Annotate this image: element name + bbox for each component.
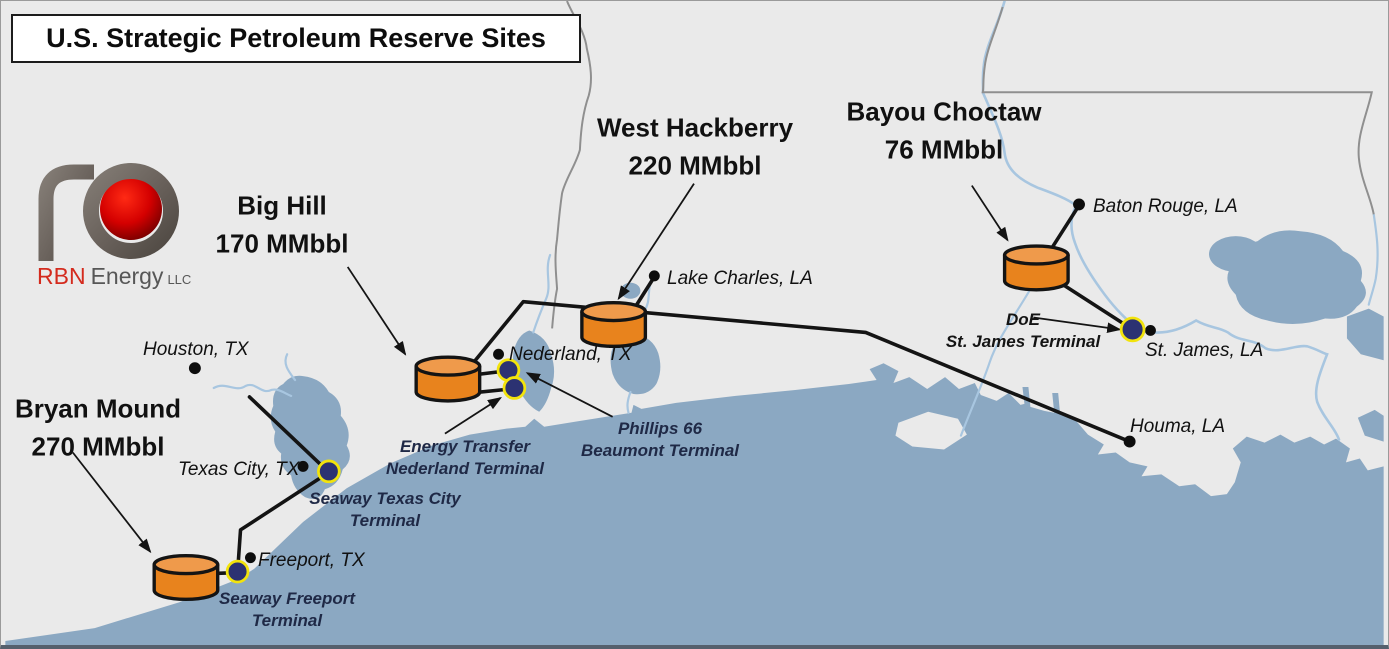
river-atchafalaya <box>959 289 1031 437</box>
city-label-freeport: Freeport, TX <box>258 550 365 571</box>
marsh-island <box>895 411 967 450</box>
city-label-texas-city: Texas City, TX <box>178 459 300 480</box>
pipeline-baton-rouge-to-bayou-choctaw <box>1047 203 1081 254</box>
site-capacity: 270 MMbbl <box>31 431 165 461</box>
site-label-bryan-mound: Bryan Mound 270 MMbbl <box>15 390 181 465</box>
city-dot-freeport <box>244 552 256 564</box>
arrow-big-hill <box>346 266 407 356</box>
terminal-marker-energy-transfer-nederland <box>502 376 527 400</box>
map-title: U.S. Strategic Petroleum Reserve Sites <box>11 14 581 63</box>
site-name: Bayou Choctaw <box>846 96 1042 127</box>
city-dot-st-james <box>1145 324 1156 336</box>
logo-brand-energy: Energy <box>90 263 164 289</box>
logo-r-tube <box>38 164 94 261</box>
terminal-name-line2: Terminal <box>251 611 323 630</box>
terminal-label-phillips-66-beaumont: Phillips 66 Beaumont Terminal <box>581 418 739 462</box>
site-name: Big Hill <box>237 190 327 221</box>
city-dot-texas-city <box>297 460 309 472</box>
terminal-label-energy-transfer-nederland: Energy Transfer Nederland Terminal <box>386 436 544 480</box>
arrow-west-hackberry <box>617 183 695 301</box>
terminal-name-line1: Seaway Freeport <box>218 588 356 608</box>
right-edge-bay <box>1357 409 1384 442</box>
arrow-doe-st-james-terminal <box>1033 316 1122 334</box>
site-marker-bayou-choctaw <box>1002 244 1070 292</box>
terminal-label-seaway-freeport: Seaway Freeport Terminal <box>219 588 355 632</box>
city-dot-lake-charles <box>648 270 660 282</box>
site-name: Bryan Mound <box>14 393 182 424</box>
terminal-name-line1: Phillips 66 <box>617 418 703 438</box>
logo-brand-rbn: RBN <box>37 263 86 289</box>
site-capacity: 220 MMbbl <box>628 150 762 180</box>
river-san-jacinto <box>284 353 297 382</box>
city-label-st-james: St. James, LA <box>1145 340 1264 361</box>
arrow-bayou-choctaw <box>971 185 1009 242</box>
site-label-west-hackberry: West Hackberry 220 MMbbl <box>597 109 793 184</box>
pipeline-lake-charles-to-west-hackberry <box>633 275 657 309</box>
site-marker-bryan-mound <box>152 554 220 602</box>
river-buffalo-bayou <box>212 383 293 398</box>
city-label-nederland: Nederland, TX <box>509 344 632 365</box>
pipeline-bryan-mound-system <box>184 395 331 577</box>
terminal-name-line2: Terminal <box>349 511 421 530</box>
lake-borgne <box>1346 308 1384 361</box>
city-dot-nederland <box>493 348 504 360</box>
state-border-texas-louisiana <box>551 1 592 329</box>
site-label-big-hill: Big Hill 170 MMbbl <box>216 187 349 262</box>
terminal-marker-doe-st-james <box>1119 316 1146 343</box>
city-dot-houma <box>1123 435 1136 448</box>
city-label-houma: Houma, LA <box>1130 416 1226 437</box>
terminal-name-line2: Nederland Terminal <box>385 459 545 478</box>
site-label-bayou-choctaw: Bayou Choctaw 76 MMbbl <box>846 93 1041 168</box>
river-pearl <box>1367 213 1379 306</box>
terminal-name-line2: Beaumont Terminal <box>580 441 740 460</box>
pipeline-big-hill-to-houma <box>467 299 1132 444</box>
terminal-marker-seaway-texas-city <box>317 459 341 484</box>
city-label-baton-rouge: Baton Rouge, LA <box>1093 196 1238 217</box>
state-border-louisiana-mississippi <box>981 6 1375 215</box>
city-dot-houston <box>188 362 201 375</box>
lake-pontchartrain <box>1227 230 1366 325</box>
arrow-bryan-mound <box>72 451 152 554</box>
terminal-name-line2: St. James Terminal <box>945 332 1101 351</box>
calcasieu-lake <box>610 333 661 395</box>
terminal-name-line1: DoE <box>1005 309 1040 329</box>
site-capacity: 170 MMbbl <box>215 228 349 258</box>
terminal-label-seaway-texas-city: Seaway Texas City Terminal <box>309 488 461 532</box>
terminal-label-doe-st-james: DoE St. James Terminal <box>946 309 1100 353</box>
site-name: West Hackberry <box>596 112 794 143</box>
river-mississippi <box>981 1 1341 441</box>
logo-brand-llc: LLC <box>167 272 192 287</box>
site-capacity: 76 MMbbl <box>884 134 1004 164</box>
gulf-of-mexico-water <box>5 363 1384 645</box>
city-dot-baton-rouge <box>1073 198 1085 211</box>
terminal-marker-seaway-freeport <box>225 559 250 584</box>
rbn-energy-logo-icon <box>38 128 179 261</box>
city-label-lake-charles: Lake Charles, LA <box>667 268 813 289</box>
terminal-name-line1: Energy Transfer <box>399 436 531 456</box>
river-neches <box>532 253 552 334</box>
logo-red-ball <box>100 178 162 240</box>
pipeline-bayou-choctaw-to-st-james <box>1055 279 1135 332</box>
site-marker-big-hill <box>414 355 482 403</box>
arrow-phillips-66-terminal <box>525 372 614 418</box>
arrow-energy-transfer-terminal <box>444 396 503 435</box>
map-title-text: U.S. Strategic Petroleum Reserve Sites <box>46 23 546 53</box>
terminal-name-line1: Seaway Texas City <box>309 488 461 508</box>
city-label-houston: Houston, TX <box>143 339 249 360</box>
site-marker-west-hackberry <box>580 300 648 349</box>
